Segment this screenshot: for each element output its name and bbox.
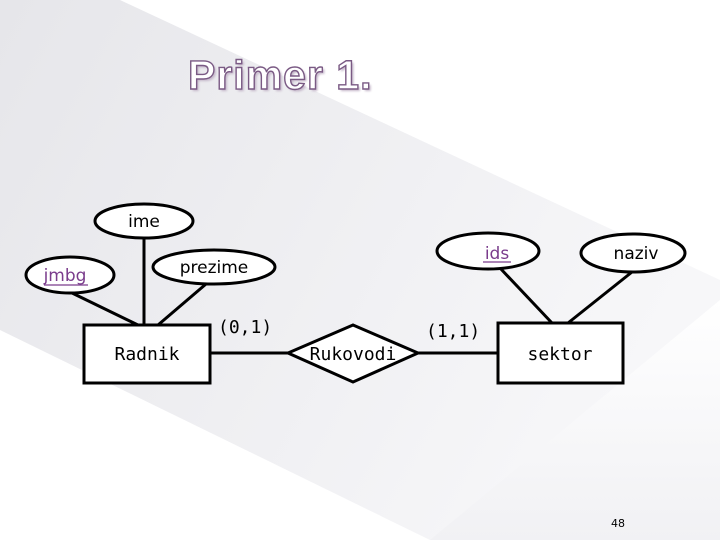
- relationship-rukovodi[interactable]: Rukovodi: [284, 323, 422, 384]
- entity-sektor-label: sektor: [527, 344, 592, 365]
- cardinality-radnik-rukovodi: (0,1): [218, 317, 272, 338]
- attribute-ime-label: ime: [128, 212, 160, 232]
- relationship-rukovodi-label: Rukovodi: [310, 344, 397, 365]
- attribute-ids-label: ids: [485, 244, 510, 264]
- attribute-prezime[interactable]: prezime: [151, 248, 277, 286]
- attribute-ime[interactable]: ime: [93, 202, 195, 240]
- attribute-ids[interactable]: ids: [435, 231, 541, 271]
- attribute-prezime-label: prezime: [180, 258, 249, 278]
- entity-radnik-label: Radnik: [114, 344, 179, 365]
- entity-sektor[interactable]: sektor: [496, 321, 625, 385]
- edge-naziv-sektor: [567, 270, 633, 325]
- page-number: 48: [611, 517, 625, 530]
- edge-prezime-radnik: [157, 282, 207, 327]
- background-shade-right: [430, 300, 720, 540]
- attribute-naziv[interactable]: naziv: [579, 232, 687, 274]
- entity-radnik[interactable]: Radnik: [82, 323, 212, 385]
- attribute-jmbg-label: jmbg: [43, 266, 87, 286]
- slide-title: Primer 1.: [187, 51, 373, 98]
- edge-ids-sektor: [498, 266, 554, 325]
- attribute-jmbg[interactable]: jmbg: [24, 255, 116, 295]
- edge-jmbg-radnik: [69, 290, 139, 327]
- attribute-naziv-label: naziv: [614, 244, 659, 264]
- cardinality-sektor-rukovodi: (1,1): [426, 321, 480, 342]
